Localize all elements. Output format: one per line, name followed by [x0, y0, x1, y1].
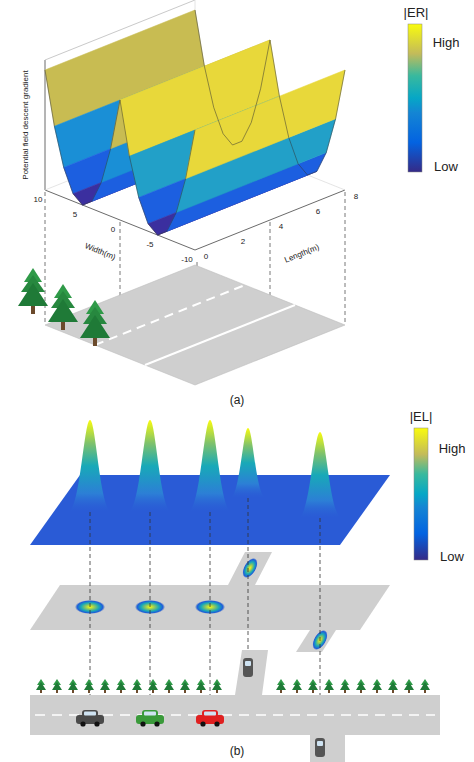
road-scene: [30, 650, 440, 762]
tick-label: 0: [204, 253, 208, 261]
axes: [45, 0, 345, 250]
tick-label: 6: [316, 208, 320, 216]
colorbar-low: Low: [440, 550, 464, 563]
tick-label: 2: [241, 238, 245, 246]
panel-label: (b): [228, 744, 247, 758]
colorbar-high: High: [439, 442, 466, 455]
axis-title: Width(m): [83, 242, 116, 261]
tick-label: -5: [146, 241, 153, 249]
roadside-trees: [18, 268, 110, 346]
colorbar: [414, 428, 428, 560]
axis-title: Length(m): [284, 244, 321, 265]
colorbar: [408, 24, 422, 172]
tick-label: 0: [111, 226, 115, 234]
tick-label: 4: [279, 223, 283, 231]
tick-label: 10: [34, 196, 43, 204]
tick-label: 5: [73, 211, 77, 219]
colorbar-title: |ER|: [404, 6, 429, 19]
colorbar-title: |EL|: [410, 410, 433, 423]
tick-label: 8: [354, 193, 358, 201]
vehicle-field-plane: [30, 552, 390, 653]
tick-label: -10: [181, 256, 193, 264]
road-plane: [45, 265, 345, 385]
vehicles: [76, 658, 325, 757]
potential-surface: [45, 10, 345, 235]
colorbar-high: High: [433, 36, 460, 49]
panel-label: (a): [230, 394, 245, 406]
axis-title: Potential field descent gradient: [22, 70, 30, 179]
colorbar-low: Low: [434, 160, 458, 173]
projection-lines: [45, 192, 345, 384]
